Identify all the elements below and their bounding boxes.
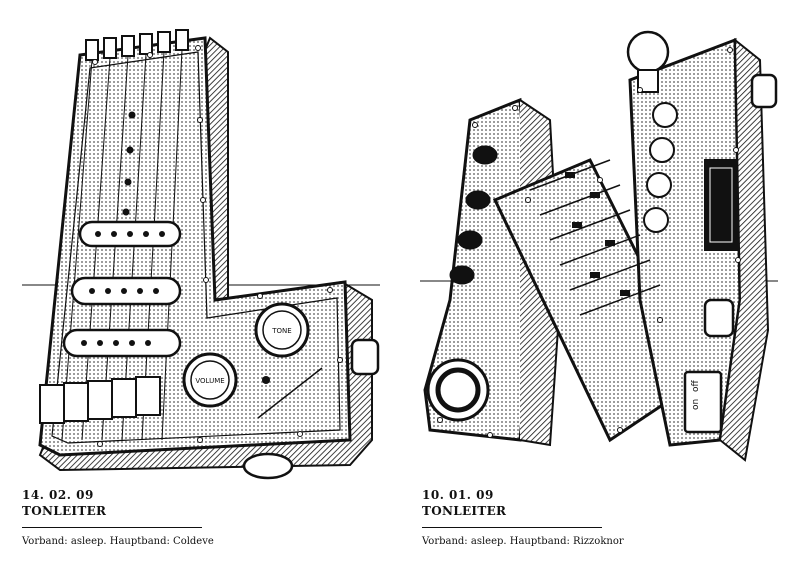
event-info-right: 10. 01. 09 TONLEITER Vorband: asleep. Ha… [422, 488, 624, 547]
poster-right: on off [400, 0, 800, 565]
bridge [39, 376, 161, 424]
volume-knob [182, 352, 238, 408]
event-info-left: 14. 02. 09 TONLEITER Vorband: asleep. Ha… [22, 488, 214, 547]
synth-knobs [643, 102, 678, 233]
event-title: TONLEITER [22, 504, 107, 518]
event-title: TONLEITER [422, 504, 507, 518]
big-dial [426, 358, 490, 422]
power-switch-on-label: on [691, 399, 701, 410]
light-bulb-icon [626, 30, 670, 93]
divider [422, 527, 602, 528]
power-switch-off-label: off [691, 379, 701, 392]
output-jack [242, 338, 380, 480]
power-switch [683, 370, 723, 434]
poster-left: TONE VOLUME 14. 02. 09 TONLEITER Vorband… [22, 29, 380, 547]
volume-knob-label: VOLUME [195, 377, 224, 385]
event-lineup: Vorband: asleep. Hauptband: Coldeve [22, 536, 214, 547]
left-knobs [449, 145, 498, 285]
event-lineup: Vorband: asleep. Hauptband: Rizzoknor [422, 536, 624, 547]
jack-connectors [703, 73, 778, 338]
event-date: 10. 01. 09 [422, 488, 494, 502]
divider [22, 527, 202, 528]
event-date: 14. 02. 09 [22, 488, 94, 502]
tuning-pegs [85, 29, 189, 61]
tone-knob [254, 302, 310, 358]
letter-n-synth-illustration: on off [420, 30, 778, 462]
tone-knob-label: TONE [271, 327, 291, 335]
letter-l-guitar-illustration: TONE VOLUME [22, 29, 380, 480]
